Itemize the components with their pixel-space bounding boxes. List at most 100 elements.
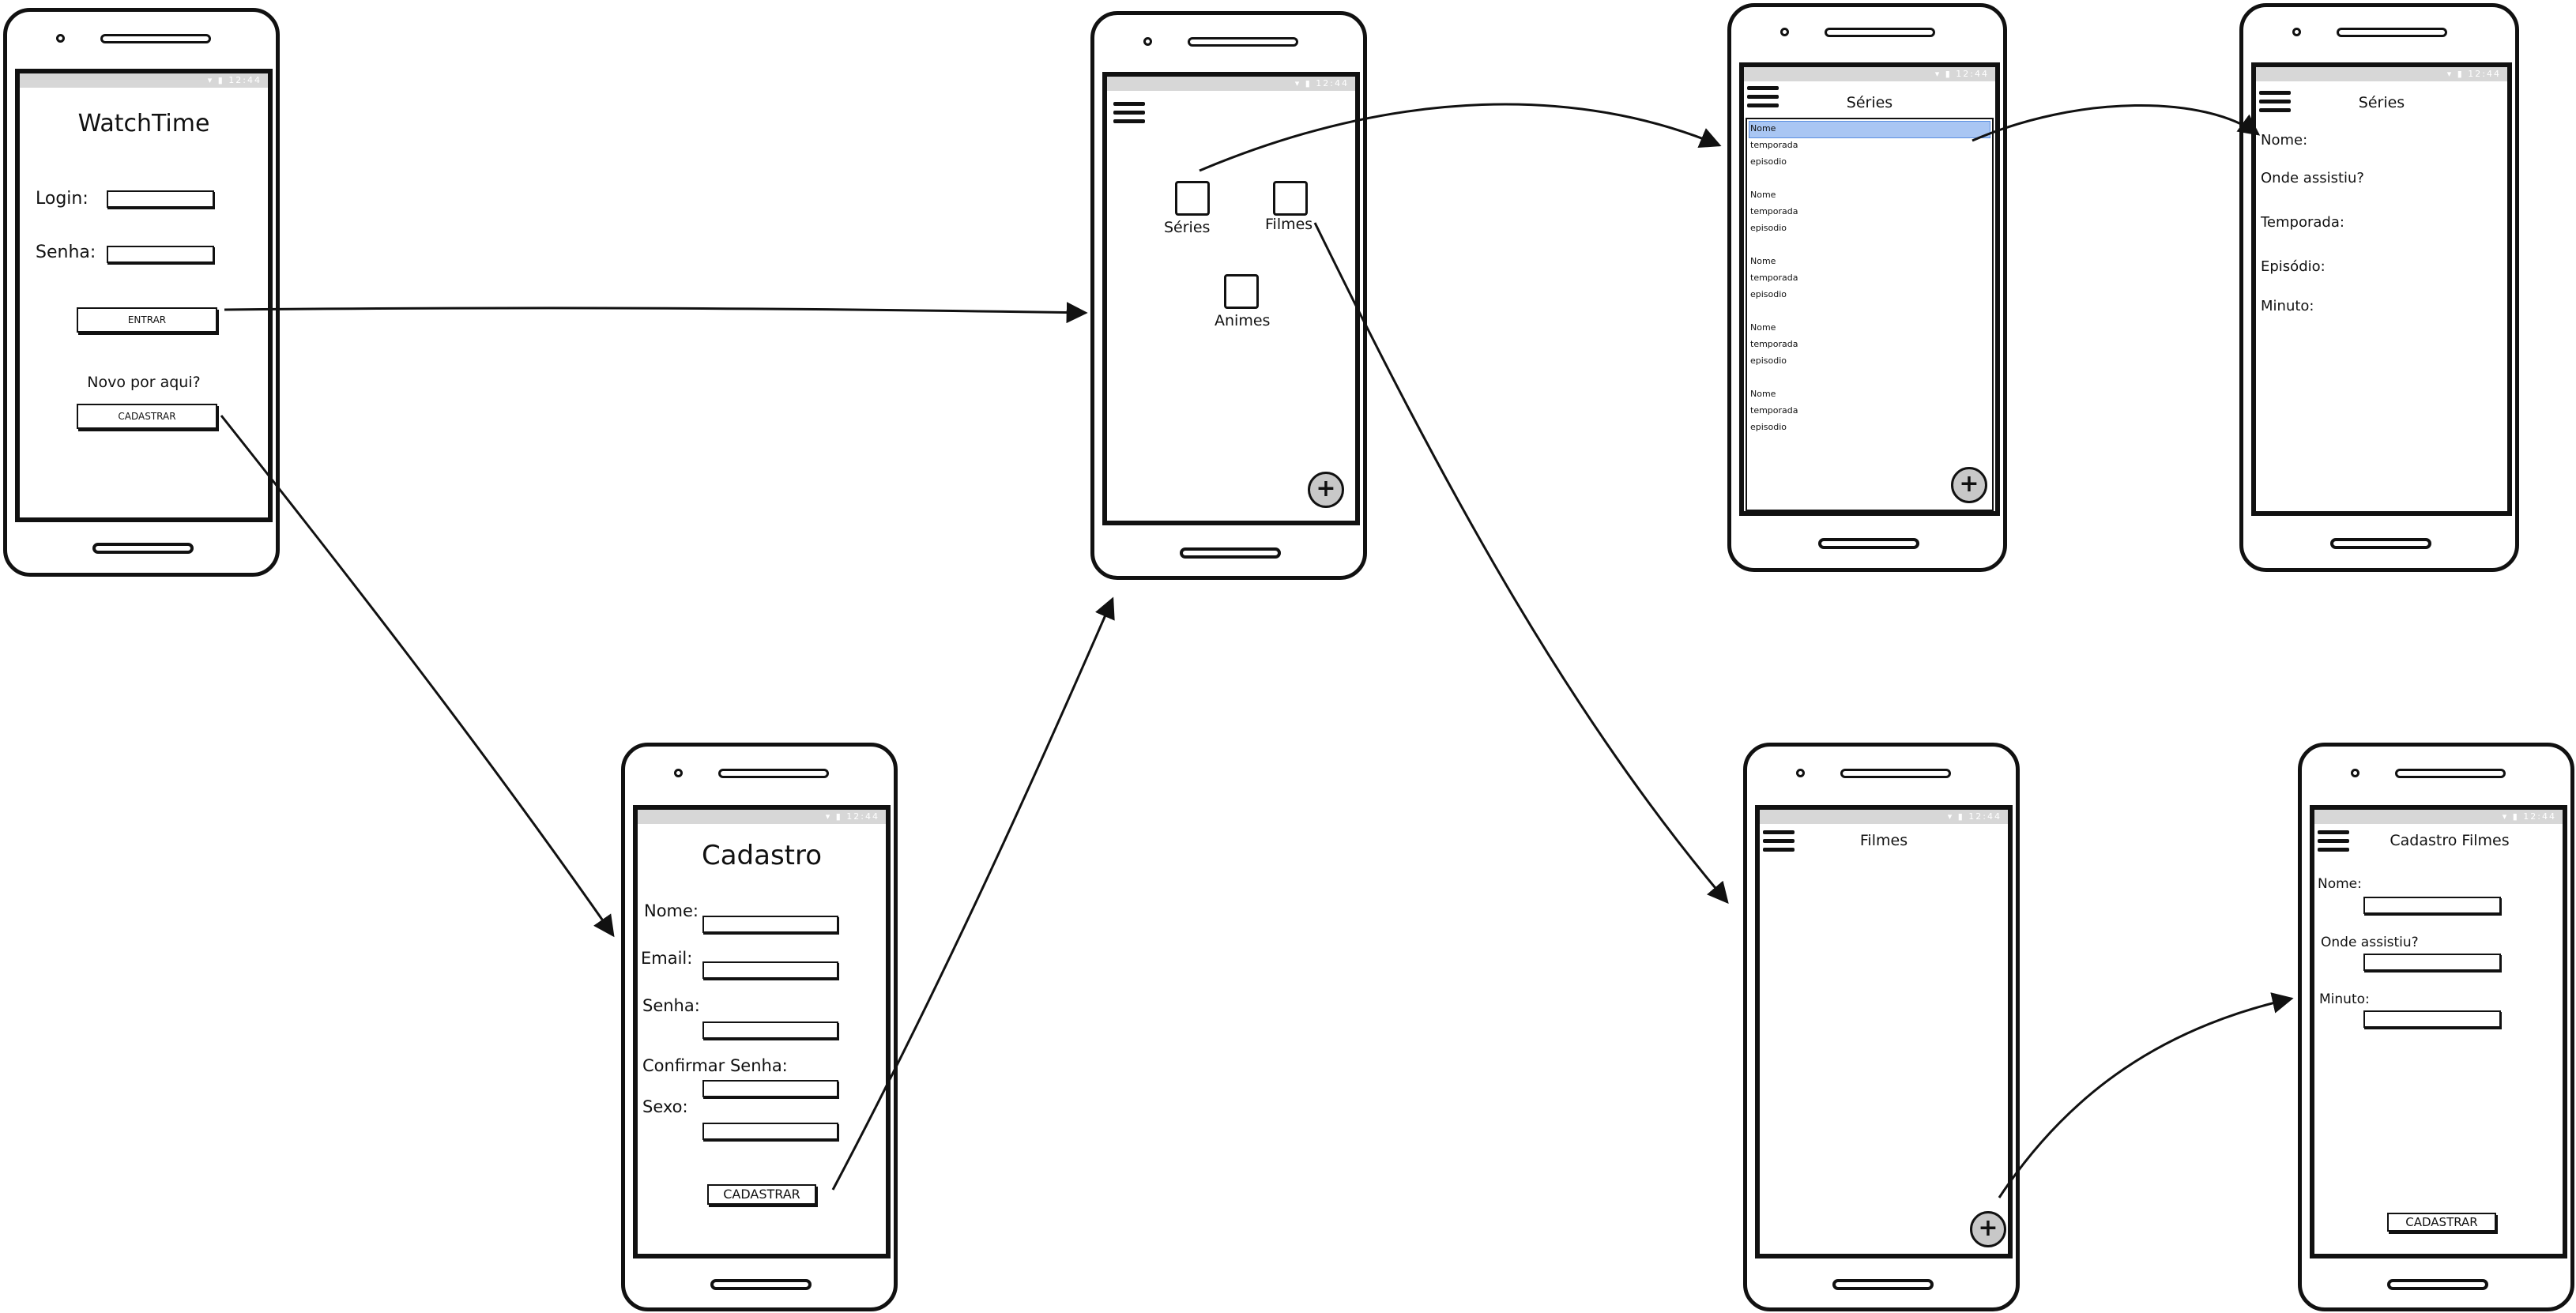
status-bar: ▾ ▮ 12:44 — [2314, 810, 2563, 824]
camera-icon — [2292, 28, 2301, 36]
list-item-temporada: temporada — [1750, 273, 1798, 283]
home-button-icon — [2330, 538, 2431, 549]
screen-series-detail: ▾ ▮ 12:44 Séries Nome: Onde assistiu? Te… — [2251, 62, 2512, 516]
phone-home: ▾ ▮ 12:44 Séries Filmes Animes + — [1090, 11, 1367, 580]
status-bar: ▾ ▮ 12:44 — [1760, 810, 2008, 824]
list-item-episodio: episodio — [1750, 356, 1787, 366]
login-input[interactable] — [107, 190, 214, 208]
home-button-icon — [710, 1279, 812, 1290]
speaker-icon — [1840, 769, 1951, 778]
nome-input[interactable] — [702, 916, 838, 933]
screen-login: ▾ ▮ 12:44 WatchTime Login: Senha: ENTRAR… — [15, 69, 273, 522]
senha-input[interactable] — [702, 1021, 838, 1039]
minuto-label: Minuto: — [2261, 298, 2314, 314]
list-item-nome[interactable]: Nome — [1750, 322, 1776, 333]
filmes-label[interactable]: Filmes — [1265, 216, 1313, 233]
speaker-icon — [100, 34, 211, 43]
screen-home: ▾ ▮ 12:44 Séries Filmes Animes + — [1102, 72, 1360, 525]
list-item-temporada: temporada — [1750, 140, 1798, 150]
email-label: Email: — [641, 949, 693, 968]
camera-icon — [674, 769, 683, 777]
status-bar: ▾ ▮ 12:44 — [2256, 67, 2507, 81]
nome-label: Nome: — [2318, 876, 2362, 892]
list-item-episodio: episodio — [1750, 289, 1787, 299]
register-button[interactable]: CADASTRAR — [77, 404, 217, 429]
nome-label: Nome: — [644, 901, 699, 920]
list-item-episodio: episodio — [1750, 223, 1787, 233]
menu-icon[interactable] — [1763, 830, 1795, 854]
series-label[interactable]: Séries — [1164, 219, 1211, 236]
cadastrar-button[interactable]: CADASTRAR — [2387, 1213, 2496, 1232]
arrow-series-to-list — [1199, 103, 1722, 172]
series-list: Nome temporada episodio Nome temporada e… — [1746, 118, 1994, 511]
status-bar: ▾ ▮ 12:44 — [1744, 67, 1995, 81]
confirmar-label: Confirmar Senha: — [642, 1056, 788, 1075]
phone-cadastro-filmes: ▾ ▮ 12:44 Cadastro Filmes Nome: Onde ass… — [2298, 743, 2574, 1311]
senha-label: Senha: — [642, 996, 700, 1015]
phone-cadastro: ▾ ▮ 12:44 Cadastro Nome: Email: Senha: C… — [621, 743, 898, 1311]
screen-title: Séries — [2358, 94, 2405, 111]
phone-series-detail: ▾ ▮ 12:44 Séries Nome: Onde assistiu? Te… — [2239, 3, 2519, 572]
screen-title: Cadastro — [701, 840, 823, 871]
senha-label: Senha: — [36, 243, 96, 262]
sexo-input[interactable] — [702, 1123, 838, 1140]
cadastrar-button[interactable]: CADASTRAR — [707, 1184, 816, 1205]
menu-icon[interactable] — [1747, 86, 1779, 110]
home-button-icon — [92, 543, 194, 554]
email-input[interactable] — [702, 961, 838, 979]
onde-label: Onde assistiu? — [2261, 170, 2364, 186]
list-item-temporada: temporada — [1750, 405, 1798, 416]
screen-cadastro: ▾ ▮ 12:44 Cadastro Nome: Email: Senha: C… — [633, 805, 891, 1258]
camera-icon — [1796, 769, 1805, 777]
plus-icon[interactable]: + — [1970, 1211, 2006, 1247]
speaker-icon — [1188, 37, 1298, 47]
nome-input[interactable] — [2363, 897, 2501, 914]
animes-tile-icon[interactable] — [1224, 274, 1259, 309]
speaker-icon — [2337, 28, 2447, 37]
menu-icon[interactable] — [1113, 102, 1145, 126]
new-here-text: Novo por aqui? — [87, 374, 201, 391]
minuto-input[interactable] — [2363, 1010, 2501, 1028]
phone-series-list: ▾ ▮ 12:44 Séries Nome temporada episodio… — [1727, 3, 2007, 572]
list-item-nome[interactable]: Nome — [1750, 256, 1776, 266]
menu-icon[interactable] — [2259, 91, 2291, 115]
temporada-label: Temporada: — [2261, 214, 2344, 231]
arrow-cadastro-to-home — [831, 596, 1115, 1191]
episodio-label: Episódio: — [2261, 258, 2326, 275]
animes-label[interactable]: Animes — [1215, 312, 1271, 329]
plus-icon[interactable]: + — [1308, 472, 1344, 508]
sexo-label: Sexo: — [642, 1097, 688, 1116]
arrow-register-to-cadastro — [220, 415, 615, 938]
list-item-nome[interactable]: Nome — [1750, 389, 1776, 399]
onde-input[interactable] — [2363, 954, 2501, 971]
status-bar: ▾ ▮ 12:44 — [1107, 77, 1355, 91]
confirmar-input[interactable] — [702, 1080, 838, 1097]
onde-label: Onde assistiu? — [2321, 935, 2419, 950]
screen-filmes: ▾ ▮ 12:44 Filmes + — [1755, 805, 2013, 1258]
senha-input[interactable] — [107, 246, 214, 263]
filmes-tile-icon[interactable] — [1273, 181, 1308, 216]
selected-row — [1749, 121, 1990, 138]
series-tile-icon[interactable] — [1175, 181, 1210, 216]
camera-icon — [56, 34, 65, 43]
list-item-nome[interactable]: Nome — [1750, 190, 1776, 200]
speaker-icon — [1825, 28, 1935, 37]
home-button-icon — [1832, 1279, 1934, 1290]
minuto-label: Minuto: — [2319, 991, 2370, 1007]
list-item-episodio: episodio — [1750, 156, 1787, 167]
speaker-icon — [718, 769, 829, 778]
screen-cadastro-filmes: ▾ ▮ 12:44 Cadastro Filmes Nome: Onde ass… — [2310, 805, 2567, 1258]
home-button-icon — [1818, 538, 1919, 549]
list-item-temporada: temporada — [1750, 206, 1798, 216]
phone-login: ▾ ▮ 12:44 WatchTime Login: Senha: ENTRAR… — [3, 8, 280, 577]
login-label: Login: — [36, 189, 89, 209]
plus-icon[interactable]: + — [1951, 467, 1987, 503]
phone-filmes: ▾ ▮ 12:44 Filmes + — [1743, 743, 2020, 1311]
list-item-nome[interactable]: Nome — [1750, 123, 1776, 134]
list-item-episodio: episodio — [1750, 422, 1787, 432]
menu-icon[interactable] — [2318, 830, 2349, 854]
speaker-icon — [2395, 769, 2506, 778]
enter-button[interactable]: ENTRAR — [77, 307, 217, 333]
arrow-filmes-to-filmes — [1313, 222, 1729, 905]
